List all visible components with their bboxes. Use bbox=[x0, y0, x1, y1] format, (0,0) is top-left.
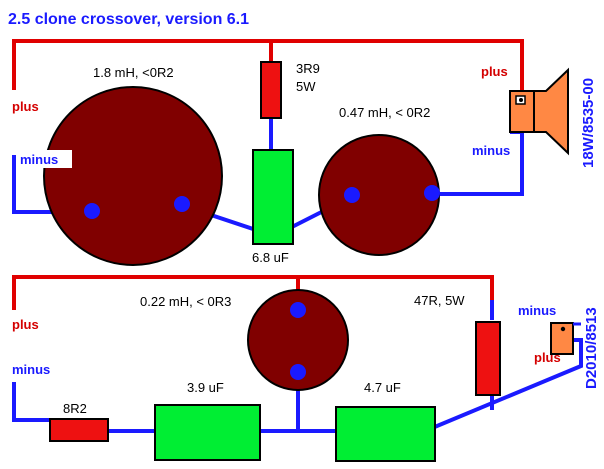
woofer-driver bbox=[509, 67, 569, 156]
woofer-inductor-2-terminal-a bbox=[344, 187, 360, 203]
woofer-inductor-2-label: 0.47 mH, < 0R2 bbox=[339, 105, 430, 120]
tweeter-capacitor-2-label: 4.7 uF bbox=[364, 380, 401, 395]
tweeter-positive-wire bbox=[12, 275, 494, 320]
tweeter-capacitor-1-label: 3.9 uF bbox=[187, 380, 224, 395]
tweeter-plus-left-label: plus bbox=[12, 317, 39, 332]
woofer-resistor-1-label-line1: 3R9 bbox=[296, 61, 320, 76]
woofer-resistor-1 bbox=[260, 61, 282, 119]
woofer-resistor-1-label-line2: 5W bbox=[296, 79, 316, 94]
woofer-capacitor-1-label: 6.8 uF bbox=[252, 250, 289, 265]
woofer-inductor-1 bbox=[43, 86, 223, 266]
tweeter-capacitor-1 bbox=[154, 404, 261, 461]
tweeter-plus-right-label: plus bbox=[534, 350, 561, 365]
tweeter-resistor-2 bbox=[49, 418, 109, 442]
tweeter-minus-right-label: minus bbox=[518, 303, 556, 318]
tweeter-resistor-1 bbox=[475, 321, 501, 396]
woofer-inductor-1-terminal-b bbox=[174, 196, 190, 212]
tweeter-driver-label: D2010/8513 bbox=[583, 307, 600, 389]
woofer-negative-wire-right bbox=[432, 130, 524, 196]
woofer-plus-right-label: plus bbox=[481, 64, 508, 79]
woofer-minus-left-label: minus bbox=[20, 152, 58, 167]
tweeter-driver bbox=[550, 322, 574, 355]
tweeter-inductor-1-terminal-b bbox=[290, 364, 306, 380]
tweeter-negative-wire-left bbox=[12, 382, 50, 422]
tweeter-minus-left-label: minus bbox=[12, 362, 50, 377]
woofer-capacitor-1 bbox=[252, 149, 294, 245]
tweeter-capacitor-2 bbox=[335, 406, 436, 462]
woofer-driver-label: 18W/8535-00 bbox=[580, 78, 597, 168]
tweeter-wire-c2-to-driver bbox=[424, 338, 583, 433]
woofer-inductor-1-terminal-a bbox=[84, 203, 100, 219]
page-title: 2.5 clone crossover, version 6.1 bbox=[8, 11, 249, 28]
woofer-plus-left-label: plus bbox=[12, 99, 39, 114]
woofer-minus-left-bg bbox=[18, 150, 72, 168]
woofer-minus-right-label: minus bbox=[472, 143, 510, 158]
tweeter-inductor-1 bbox=[247, 289, 349, 391]
tweeter-resistor-1-label: 47R, 5W bbox=[414, 293, 465, 308]
tweeter-resistor-2-label: 8R2 bbox=[63, 401, 87, 416]
woofer-inductor-2-terminal-b bbox=[424, 185, 440, 201]
woofer-inductor-2 bbox=[318, 134, 440, 256]
woofer-inductor-1-label: 1.8 mH, <0R2 bbox=[93, 65, 174, 80]
tweeter-inductor-1-terminal-a bbox=[290, 302, 306, 318]
tweeter-inductor-1-label: 0.22 mH, < 0R3 bbox=[140, 294, 231, 309]
